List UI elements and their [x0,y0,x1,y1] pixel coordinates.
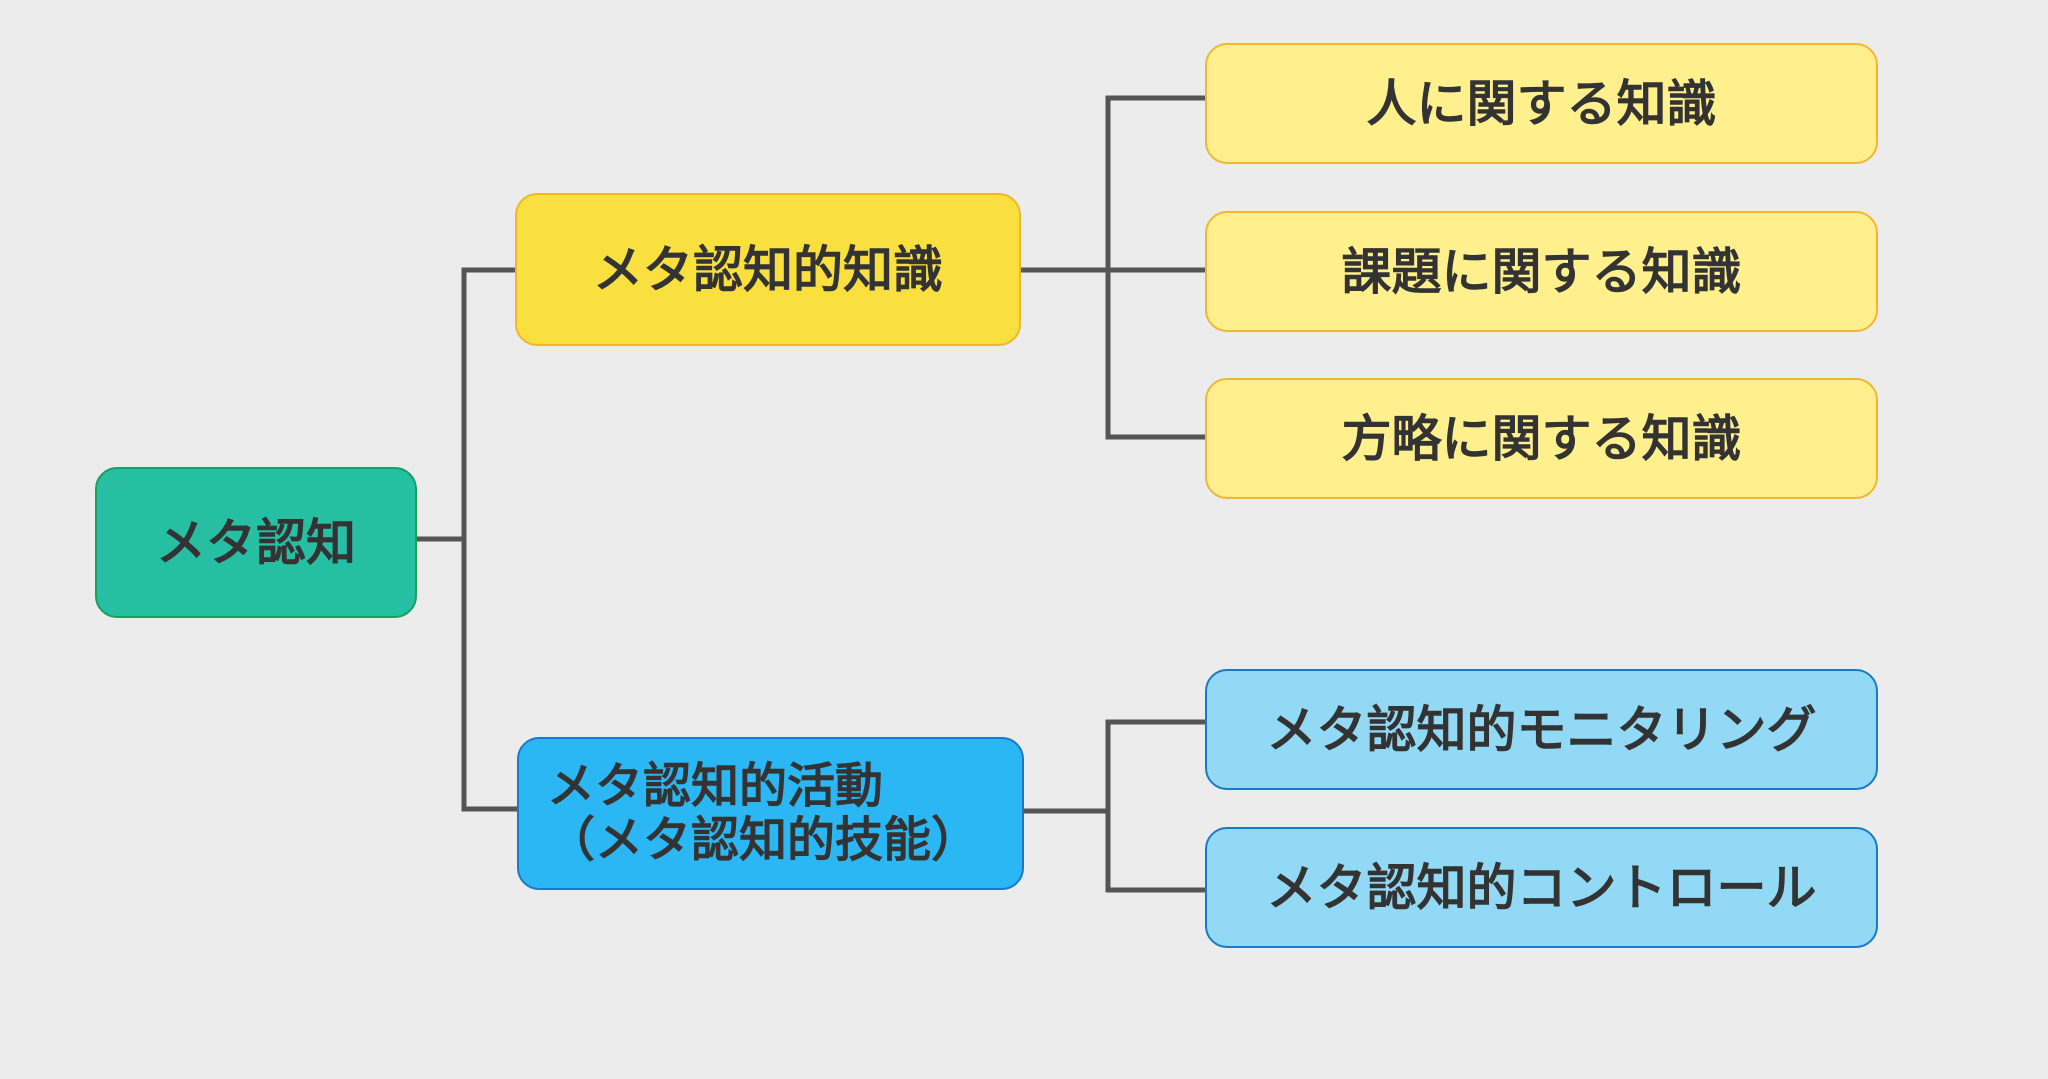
connector-activity-to-children [1021,719,1208,893]
leaf-node-person-knowledge[interactable]: 人に関する知識 [1205,43,1878,164]
leaf-node-label: メタ認知的モニタリング [1266,700,1817,759]
leaf-node-metacognitive-control[interactable]: メタ認知的コントロール [1205,827,1878,948]
branch-node-label: メタ認知的活動 （メタ認知的技能） [547,757,980,868]
root-node-label: メタ認知 [156,513,356,572]
connector-root-to-branches [414,267,520,812]
leaf-node-label: 人に関する知識 [1366,74,1717,133]
root-node[interactable]: メタ認知 [95,467,417,618]
leaf-node-label: メタ認知的コントロール [1266,858,1817,917]
leaf-node-task-knowledge[interactable]: 課題に関する知識 [1205,211,1878,332]
branch-node-label: メタ認知的知識 [593,240,943,299]
leaf-node-metacognitive-monitoring[interactable]: メタ認知的モニタリング [1205,669,1878,790]
branch-node-metacognitive-knowledge[interactable]: メタ認知的知識 [515,193,1021,346]
leaf-node-label: 方略に関する知識 [1341,409,1742,468]
leaf-node-strategy-knowledge[interactable]: 方略に関する知識 [1205,378,1878,499]
leaf-node-label: 課題に関する知識 [1341,242,1742,301]
branch-node-metacognitive-activity[interactable]: メタ認知的活動 （メタ認知的技能） [517,737,1024,890]
connector-group [414,95,1208,893]
connector-knowledge-to-children [1018,95,1208,440]
